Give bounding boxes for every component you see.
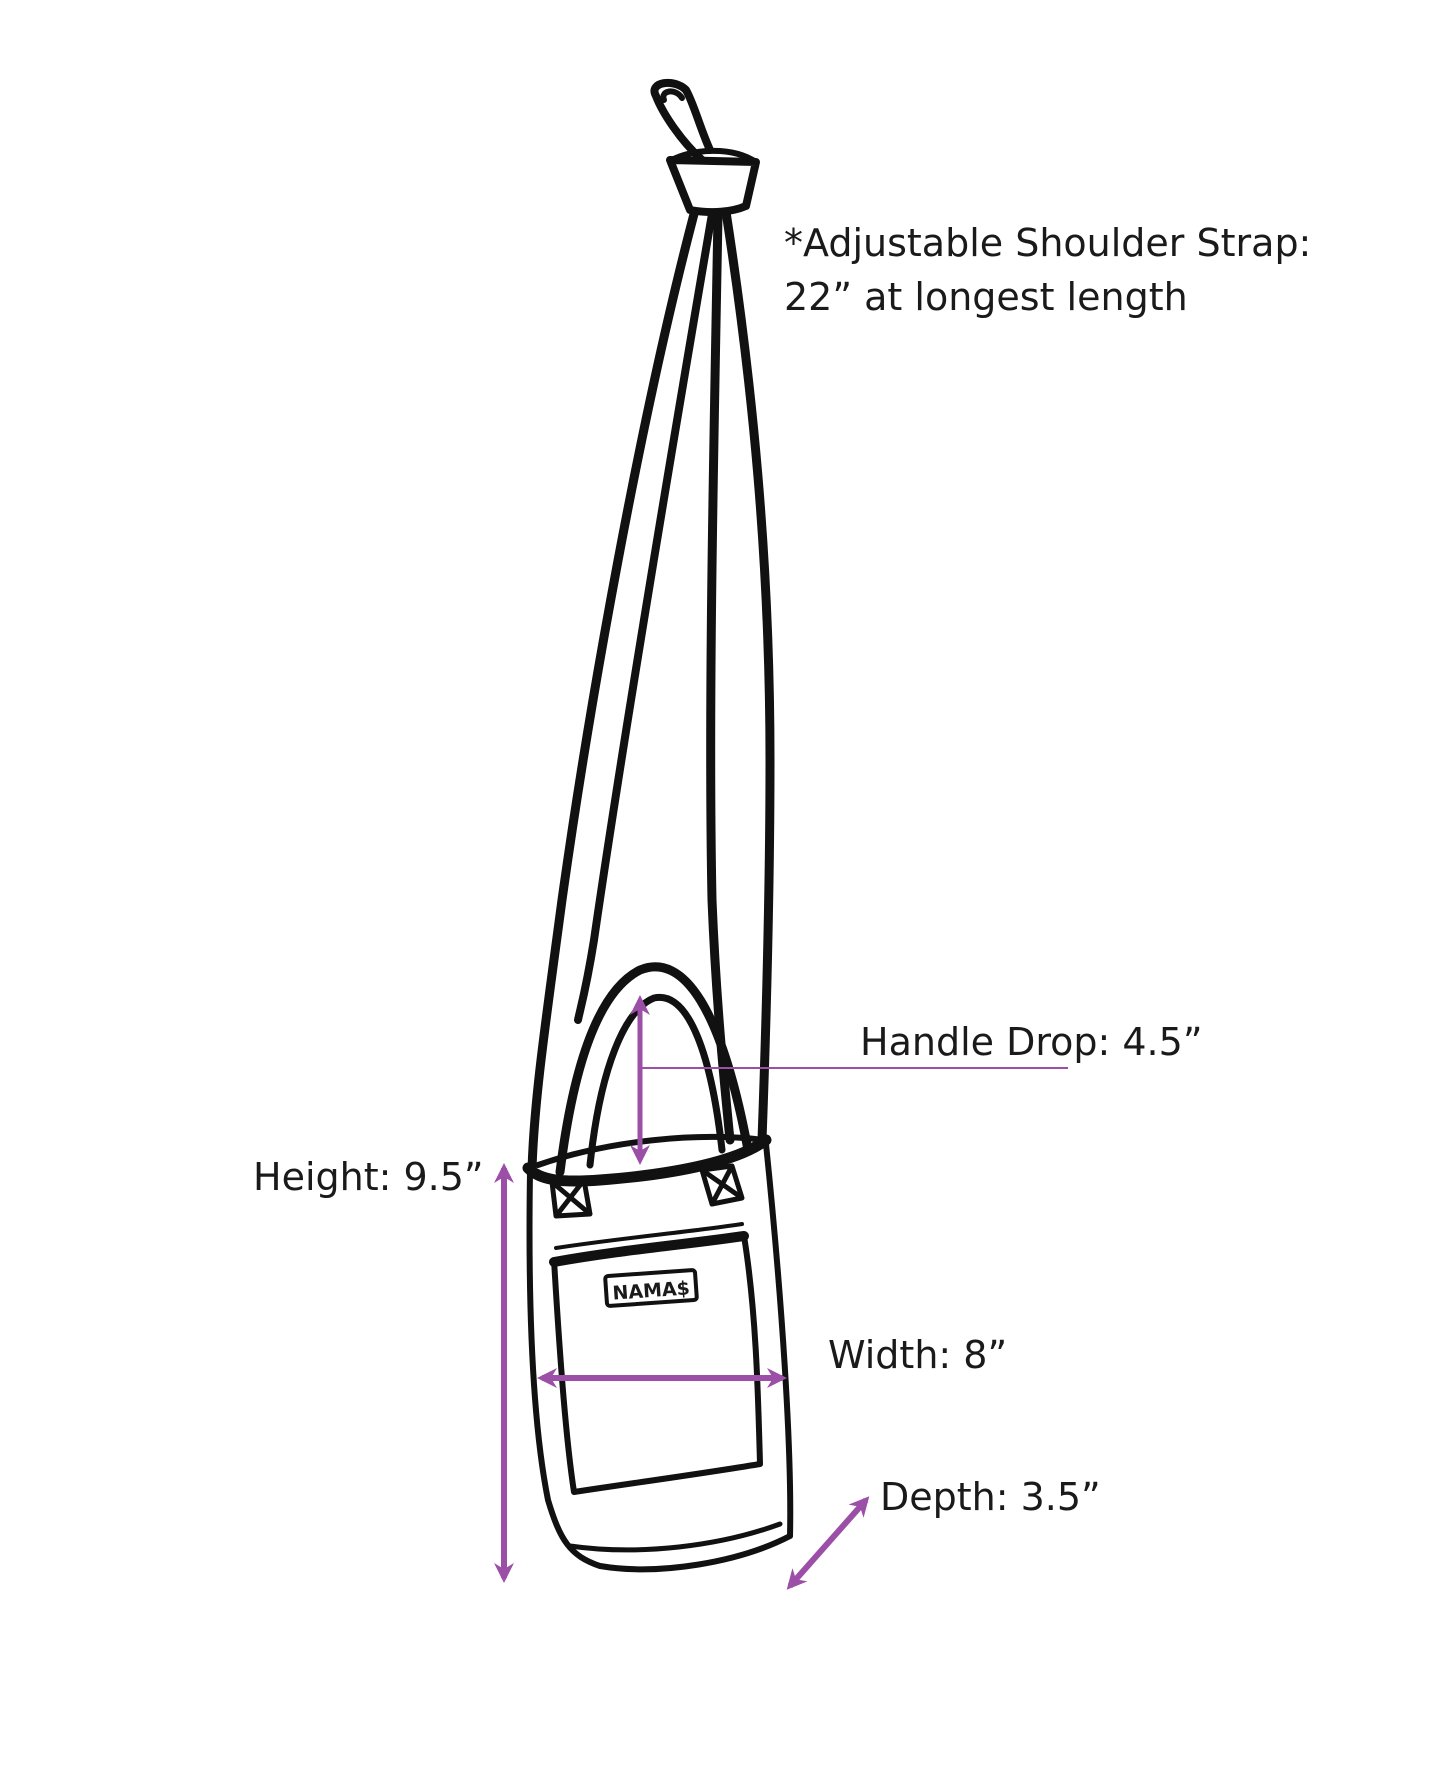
strap-top-loop-inner: [660, 88, 685, 103]
strap-buckle: [666, 156, 760, 217]
handle-tab-left: [549, 1177, 593, 1219]
brand-tag: NAMA$: [603, 1268, 699, 1308]
handle-tab-right: [699, 1163, 745, 1207]
bag-rim-front: [522, 1134, 772, 1187]
bag-rim-back: [535, 1134, 767, 1168]
strap-label-line2: 22” at longest length: [784, 275, 1188, 319]
handle-inner: [586, 993, 726, 1169]
bag-illustration: NAMA$: [522, 78, 794, 1573]
strap-buckle-top: [669, 147, 759, 165]
brand-tag-border: [603, 1268, 699, 1308]
strap-strand-left-outer: [527, 209, 699, 1175]
height-label: Height: 9.5”: [253, 1155, 484, 1199]
strap-label-line1: *Adjustable Shoulder Strap:: [784, 221, 1311, 265]
bag-body: [526, 1141, 794, 1573]
depth-label: Depth: 3.5”: [880, 1475, 1101, 1519]
pocket-zipper-seam: [554, 1222, 744, 1250]
pocket-zipper: [549, 1231, 749, 1267]
front-pocket: [551, 1233, 763, 1495]
strap-strand-right-outer: [721, 207, 775, 1145]
width-label: Width: 8”: [828, 1333, 1007, 1377]
bag-bottom-seam: [567, 1521, 783, 1553]
strap-top-loop: [650, 78, 714, 164]
depth-arrow: [786, 1496, 870, 1590]
handle-drop-label: Handle Drop: 4.5”: [860, 1020, 1203, 1064]
handle-outer: [555, 962, 753, 1177]
dimension-labels: *Adjustable Shoulder Strap: 22” at longe…: [253, 221, 1311, 1519]
brand-tag-text: NAMA$: [612, 1277, 691, 1304]
strap-strand-right-inner: [706, 209, 735, 1145]
strap-strand-left-inner: [574, 210, 716, 1024]
dimension-annotations: [494, 995, 1068, 1590]
